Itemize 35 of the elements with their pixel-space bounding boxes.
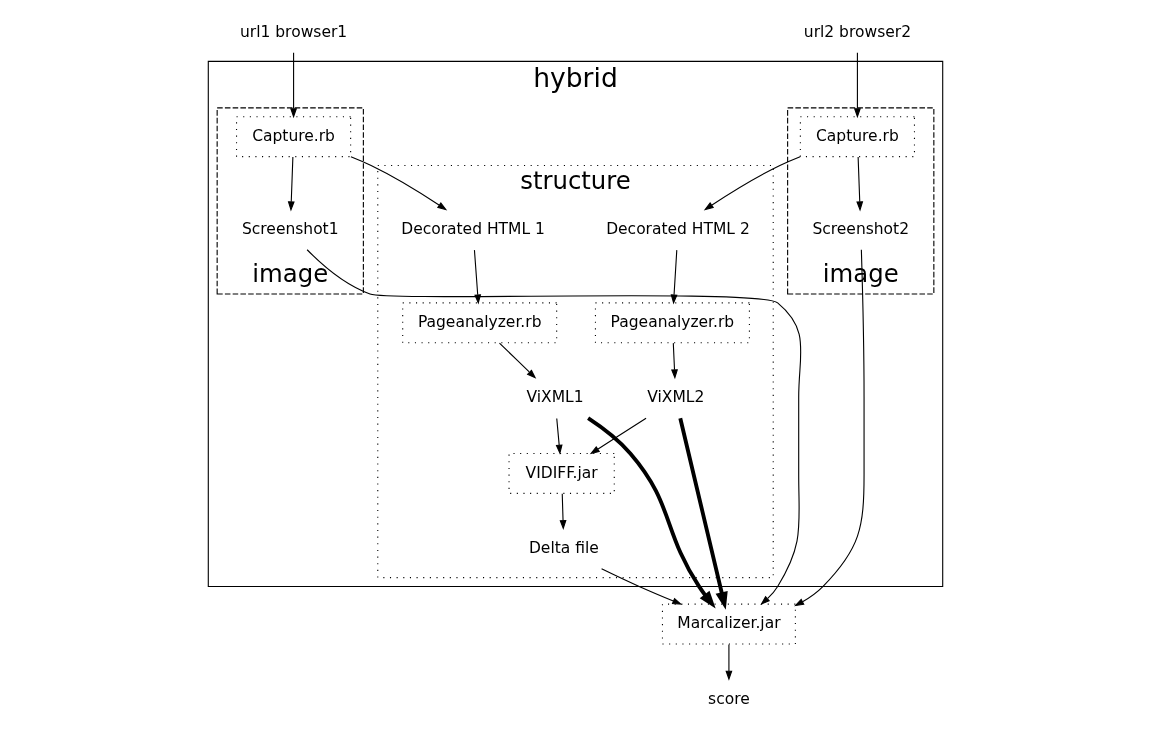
arrow [555,417,563,455]
node-text: ViXML2 [646,388,704,407]
node-text: url1 browser1 [239,22,347,41]
node-box: Pageanalyzer.rb [594,302,750,344]
arrow [498,342,536,379]
arrow [289,52,297,119]
node-box: Pageanalyzer.rb [401,302,557,344]
node-box: Capture.rb [235,116,351,158]
arrow [670,249,678,305]
arrow [586,416,716,609]
node-box: Marcalizer.jar [661,603,796,645]
node-text: url2 browser2 [803,22,911,41]
arrow [793,249,865,607]
arrow [589,417,647,455]
node-text: Screenshot1 [241,219,339,238]
arrow [703,156,801,211]
arrow [349,156,447,211]
node-text: Decorated HTML 2 [605,219,750,238]
node-box: VIDIFF.jar [508,452,615,494]
arrow [559,493,567,531]
node-text: ViXML1 [525,388,584,407]
arrow [473,249,481,305]
arrow [670,342,678,380]
node-text: Screenshot2 [811,219,909,238]
arrow [287,156,295,212]
arrow [855,156,863,212]
arrow [724,643,732,681]
arrow [306,249,801,605]
node-text: Decorated HTML 1 [400,219,545,238]
node-text: Delta file [528,538,599,557]
node-text: score [707,689,750,708]
arrow [677,417,728,610]
node-box: Capture.rb [799,116,915,158]
arrow [600,568,682,605]
arrow [853,52,861,119]
